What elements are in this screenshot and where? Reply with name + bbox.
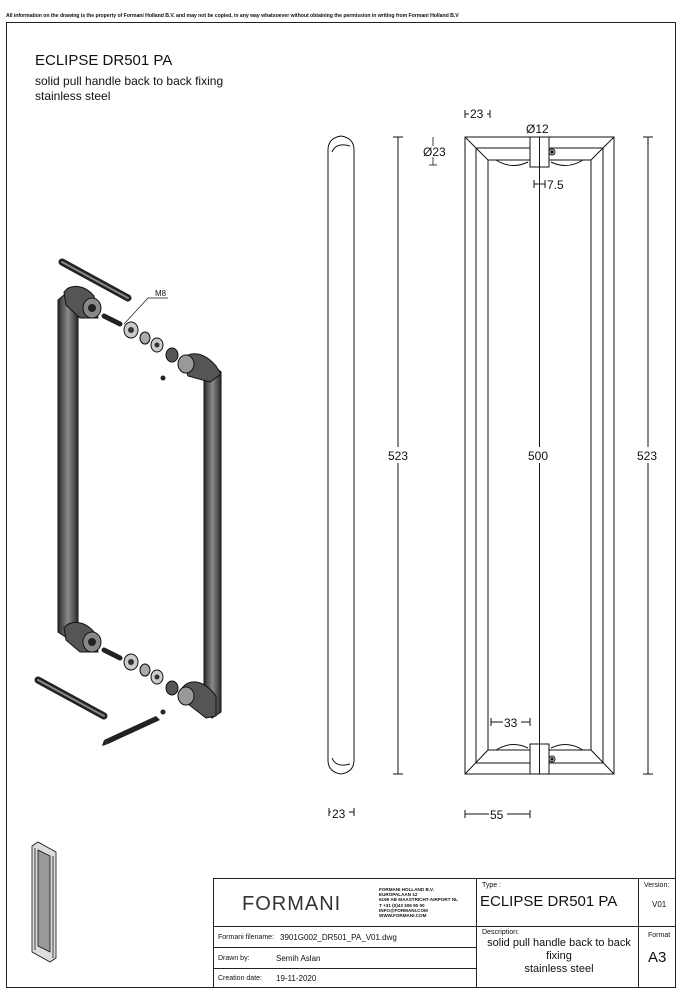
diameter-12-label: Ø12 bbox=[526, 122, 549, 136]
outer-height-label: 523 bbox=[637, 449, 657, 463]
address-line: INFO@FORMANI.COM bbox=[379, 907, 428, 913]
address-line: T +31 (0)43 306 90 00 bbox=[379, 902, 425, 908]
description-line: stainless steel bbox=[524, 963, 594, 975]
side-bottom-width-label: 23 bbox=[332, 807, 346, 821]
bolt-size-label: M8 bbox=[155, 289, 167, 298]
formani-logo: FORMANI bbox=[242, 893, 342, 915]
front-view bbox=[464, 110, 653, 818]
inner-height-label: 500 bbox=[528, 449, 548, 463]
description-line: fixing bbox=[546, 950, 572, 962]
address-line: FORMANI HOLLAND B.V. bbox=[379, 887, 434, 892]
exploded-view: M8 bbox=[34, 258, 222, 746]
copyright-notice: All information on the drawing is the pr… bbox=[6, 13, 459, 19]
company-address: FORMANI HOLLAND B.V. EUROPALAAN 12 6199 … bbox=[379, 887, 458, 918]
filename-value: 3901G002_DR501_PA_V01.dwg bbox=[280, 933, 397, 942]
address-line: 6199 AB MAASTRICHT-AIRPORT NL bbox=[379, 897, 458, 903]
filename-label: Formani filename: bbox=[218, 934, 275, 941]
type-label: Type : bbox=[482, 882, 502, 889]
side-height-label: 523 bbox=[388, 449, 408, 463]
drawing-subtitle-line2: stainless steel bbox=[35, 89, 111, 103]
address-line: WWW.FORMANI.COM bbox=[379, 913, 427, 919]
drawn-by-label: Drawn by: bbox=[218, 955, 250, 962]
description-line: solid pull handle back to back bbox=[487, 937, 631, 949]
leg-width-label: 33 bbox=[504, 716, 518, 730]
drawing-subtitle-line1: solid pull handle back to back fixing bbox=[35, 74, 224, 88]
offset-7-5-label: 7.5 bbox=[547, 178, 564, 192]
creation-date-value: 19-11-2020 bbox=[276, 974, 317, 983]
address-line: EUROPALAAN 12 bbox=[379, 892, 418, 898]
description-value: solid pull handle back to back fixing st… bbox=[476, 937, 642, 976]
diameter-23-label: Ø23 bbox=[423, 145, 446, 159]
format-label: Format bbox=[648, 932, 671, 939]
creation-date-label: Creation date: bbox=[218, 975, 262, 982]
depth-label: 55 bbox=[490, 808, 504, 822]
side-view bbox=[327, 135, 403, 816]
top-width-label: 23 bbox=[470, 107, 484, 121]
drawing-title: ECLIPSE DR501 PA bbox=[35, 52, 173, 69]
format-value: A3 bbox=[648, 949, 667, 966]
thumbnail-3d-view bbox=[31, 841, 57, 963]
version-label: Version: bbox=[644, 882, 670, 889]
title-block: FORMANI FORMANI HOLLAND B.V. EUROPALAAN … bbox=[213, 878, 676, 988]
drawn-by-value: Semih Aslan bbox=[276, 954, 321, 963]
type-value: ECLIPSE DR501 PA bbox=[480, 893, 618, 910]
version-value: V01 bbox=[652, 900, 667, 909]
description-label: Description: bbox=[482, 929, 519, 936]
